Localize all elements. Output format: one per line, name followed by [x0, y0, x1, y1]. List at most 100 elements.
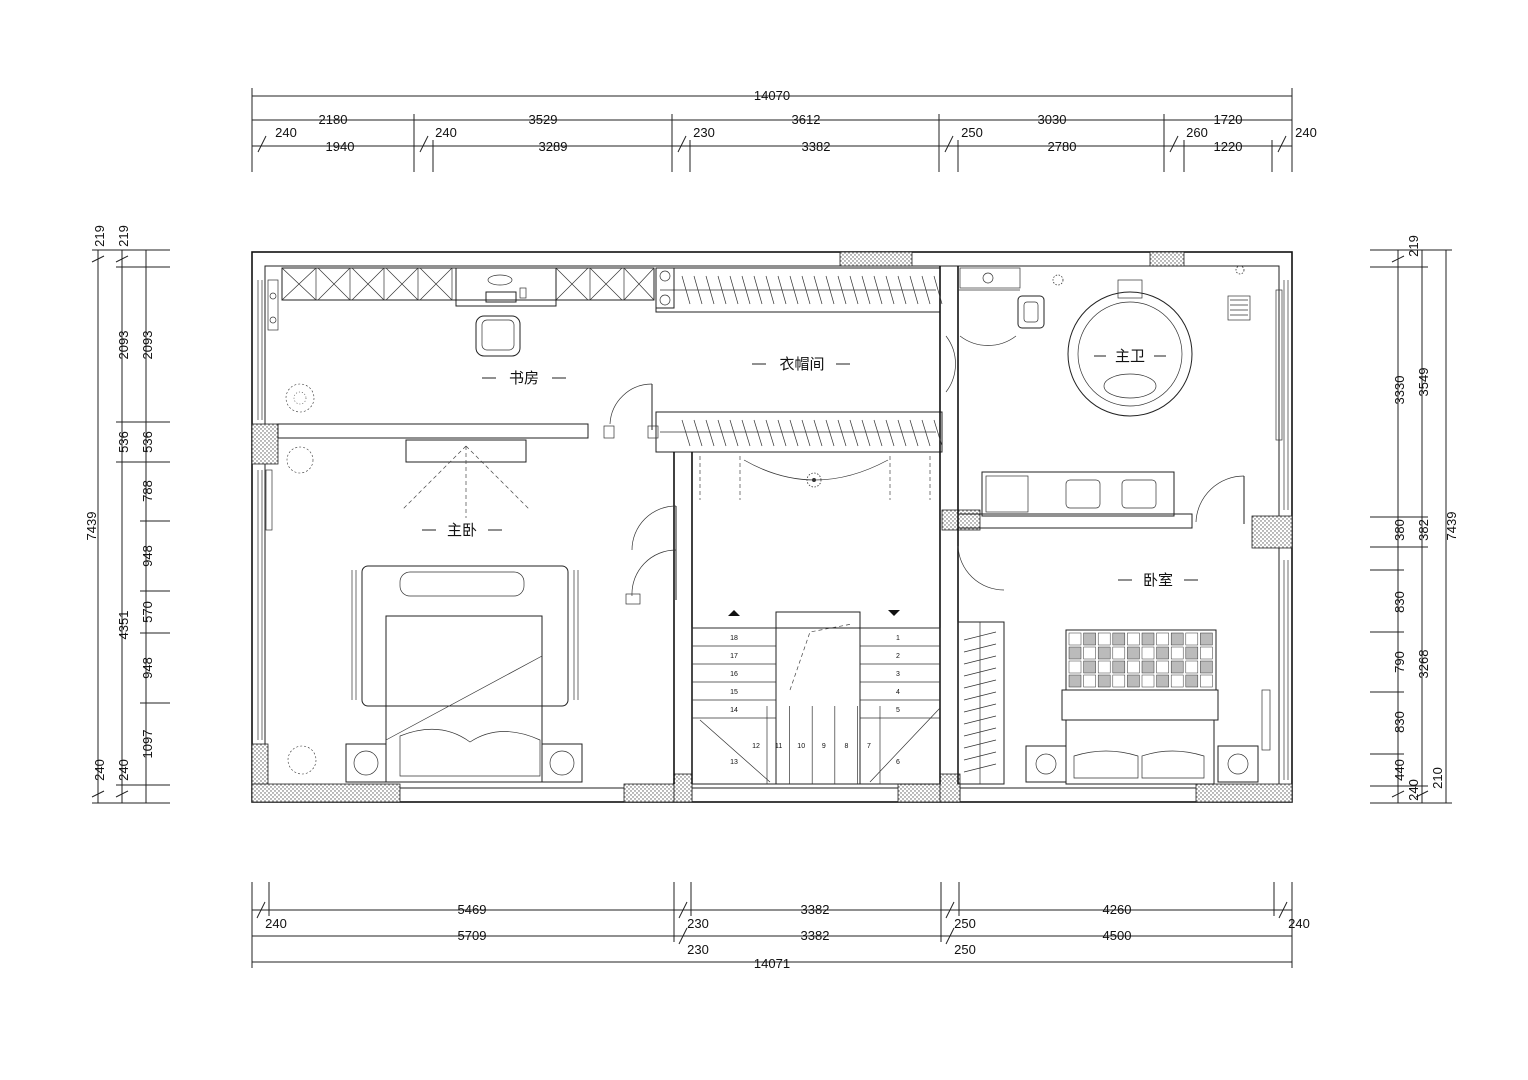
dim-right-inner: 790 [1392, 651, 1407, 673]
dim-bottom-row1: 5469 [458, 902, 487, 917]
stair-number: 10 [797, 743, 805, 750]
dim-bottom-wall: 230 [687, 916, 709, 931]
dim-top-row1: 3030 [1038, 112, 1067, 127]
dim-bottom-wall: 240 [1288, 916, 1310, 931]
dim-bottom-row2: 3382 [801, 928, 830, 943]
dim-right-outer: 3549 [1416, 368, 1431, 397]
master-bath-fixtures [959, 267, 1283, 517]
dim-left-inner: 2093 [140, 331, 155, 360]
outer-walls [251, 251, 1293, 803]
dim-left-inner: 570 [140, 601, 155, 623]
dim-left-inner: 948 [140, 545, 155, 567]
dim-bottom-row2: 5709 [458, 928, 487, 943]
dim-top-row2: 3289 [539, 139, 568, 154]
left-dimensions: 219 2093 536 4351 240 219 2093 536 788 9… [84, 225, 170, 804]
stair-number: 12 [752, 743, 760, 750]
stair-arrow-down-icon [888, 610, 900, 616]
dim-right-inner: 3330 [1392, 376, 1407, 405]
dim-top-wall: 230 [693, 125, 715, 140]
stair-number: 15 [730, 689, 738, 696]
dim-right-outer: 3268 [1416, 650, 1431, 679]
room-label-closet: 衣帽间 [779, 356, 824, 373]
dim-left-outer: 4351 [116, 611, 131, 640]
room-label-master-bath: 主卫 [1115, 348, 1145, 365]
dim-left-inner: 1097 [140, 730, 155, 759]
dim-left-outer: 2093 [116, 331, 131, 360]
closet-ceiling-light-icon [806, 472, 822, 488]
dim-bottom-row2: 4500 [1103, 928, 1132, 943]
dim-right-inner: 830 [1392, 591, 1407, 613]
dim-left-inner: 948 [140, 657, 155, 679]
study-furniture [267, 267, 655, 413]
dim-bottom-row1: 4260 [1103, 902, 1132, 917]
dim-right-inner: 830 [1392, 711, 1407, 733]
dim-bottom-wall: 240 [265, 916, 287, 931]
dim-top-row2: 3382 [802, 139, 831, 154]
dim-top-row2: 1220 [1214, 139, 1243, 154]
dim-top-wall: 240 [435, 125, 457, 140]
stair-number: 2 [896, 653, 900, 660]
stair-number: 18 [730, 635, 738, 642]
dim-right-inner: 240 [1406, 779, 1421, 801]
dim-bottom-wall: 230 [687, 942, 709, 957]
dim-top-wall: 250 [961, 125, 983, 140]
dim-bottom-wall: 250 [954, 916, 976, 931]
dim-left-total: 7439 [84, 512, 99, 541]
stair-number: 8 [844, 743, 848, 750]
dim-left-inner: 536 [140, 431, 155, 453]
closet-doors [625, 335, 1017, 605]
stair-number: 17 [730, 653, 738, 660]
master-bedroom-furniture [345, 439, 583, 783]
dim-left-inner: 240 [116, 759, 131, 781]
room-label-master-bedroom: 主卧 [447, 522, 477, 539]
dim-right-total: 7439 [1444, 512, 1459, 541]
stair-number: 5 [896, 707, 900, 714]
dim-top-wall: 240 [275, 125, 297, 140]
room-label-study: 书房 [509, 370, 539, 387]
room-labels: 书房 衣帽间 主卫 主卧 卧室 [422, 348, 1198, 589]
bath-light-icon [1052, 265, 1245, 286]
stair-arrow-up-icon [728, 610, 740, 616]
stair-number: 14 [730, 707, 738, 714]
dim-right-inner: 440 [1392, 759, 1407, 781]
dim-top-wall: 240 [1295, 125, 1317, 140]
dim-top-row1: 3612 [792, 112, 821, 127]
master-plants [286, 446, 317, 775]
dim-left-outer: 240 [92, 759, 107, 781]
dim-top-total: 14070 [754, 88, 790, 103]
dim-right-inner: 380 [1392, 519, 1407, 541]
stair-number: 4 [896, 689, 900, 696]
closet-hangers [655, 267, 943, 500]
stair-number: 3 [896, 671, 900, 678]
dim-top-row2: 1940 [326, 139, 355, 154]
bottom-dimensions: 5469 3382 4260 240 230 250 240 5709 3382… [251, 882, 1310, 971]
dim-top-row1: 1720 [1214, 112, 1243, 127]
dim-top-wall: 260 [1186, 125, 1208, 140]
room-label-bedroom: 卧室 [1143, 572, 1173, 589]
dim-top-row1: 3529 [529, 112, 558, 127]
stair-number: 1 [896, 635, 900, 642]
stair-number: 11 [775, 743, 782, 750]
bedroom-furniture [957, 621, 1271, 785]
dim-bottom-total: 14071 [754, 956, 790, 971]
dim-top-row1: 2180 [319, 112, 348, 127]
dim-right-inner: 219 [1406, 235, 1421, 257]
dim-left-inner: 219 [116, 225, 131, 247]
stair-number: 16 [730, 671, 738, 678]
dim-left-inner: 788 [140, 480, 155, 502]
dim-right-outer: 382 [1416, 519, 1431, 541]
stair-number: 9 [822, 743, 826, 750]
plant-icon [285, 383, 315, 413]
stair-number: 7 [867, 743, 871, 750]
dim-top-row2: 2780 [1048, 139, 1077, 154]
dim-left-outer: 219 [92, 225, 107, 247]
study-door [603, 383, 659, 439]
dim-bottom-wall: 250 [954, 942, 976, 957]
right-dimensions: 219 3330 380 830 790 830 440 240 3549 38… [1370, 235, 1459, 804]
stair-number: 6 [896, 759, 900, 766]
bath-doors [957, 475, 1245, 591]
dim-left-outer: 536 [116, 431, 131, 453]
dim-right-outer: 210 [1430, 767, 1445, 789]
